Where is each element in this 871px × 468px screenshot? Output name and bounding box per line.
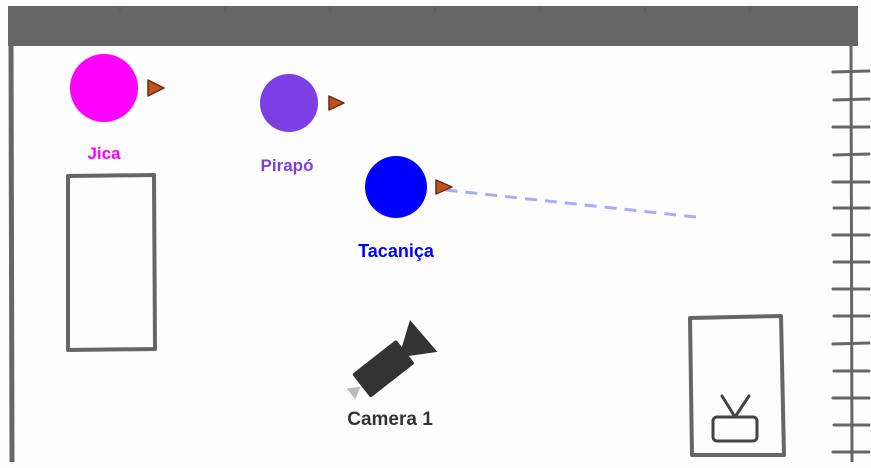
video-camera-icon[interactable] xyxy=(337,319,438,410)
actor-jica-name: Jica xyxy=(87,144,121,163)
actor-tacanica-marker[interactable] xyxy=(365,156,427,218)
actor-pirapo-name: Pirapó xyxy=(260,156,314,175)
right-wall xyxy=(849,45,854,463)
actor-pirapo-marker[interactable] xyxy=(260,74,318,132)
tv-icon xyxy=(711,394,759,443)
left-wall xyxy=(8,45,15,463)
direction-arrow-icon xyxy=(147,79,165,97)
right-wall-rungs xyxy=(831,69,871,454)
camera-name: Camera 1 xyxy=(347,409,433,430)
movement-path xyxy=(435,187,697,219)
top-ruler xyxy=(119,6,751,12)
direction-arrow-icon xyxy=(435,179,453,195)
actor-jica-marker[interactable] xyxy=(70,54,138,122)
actor-tacanica-name: Tacaniça xyxy=(358,241,434,261)
cabinet-prop xyxy=(688,314,786,457)
top-wall xyxy=(8,6,858,46)
panel-prop xyxy=(66,173,157,352)
direction-arrow-icon xyxy=(328,95,345,111)
